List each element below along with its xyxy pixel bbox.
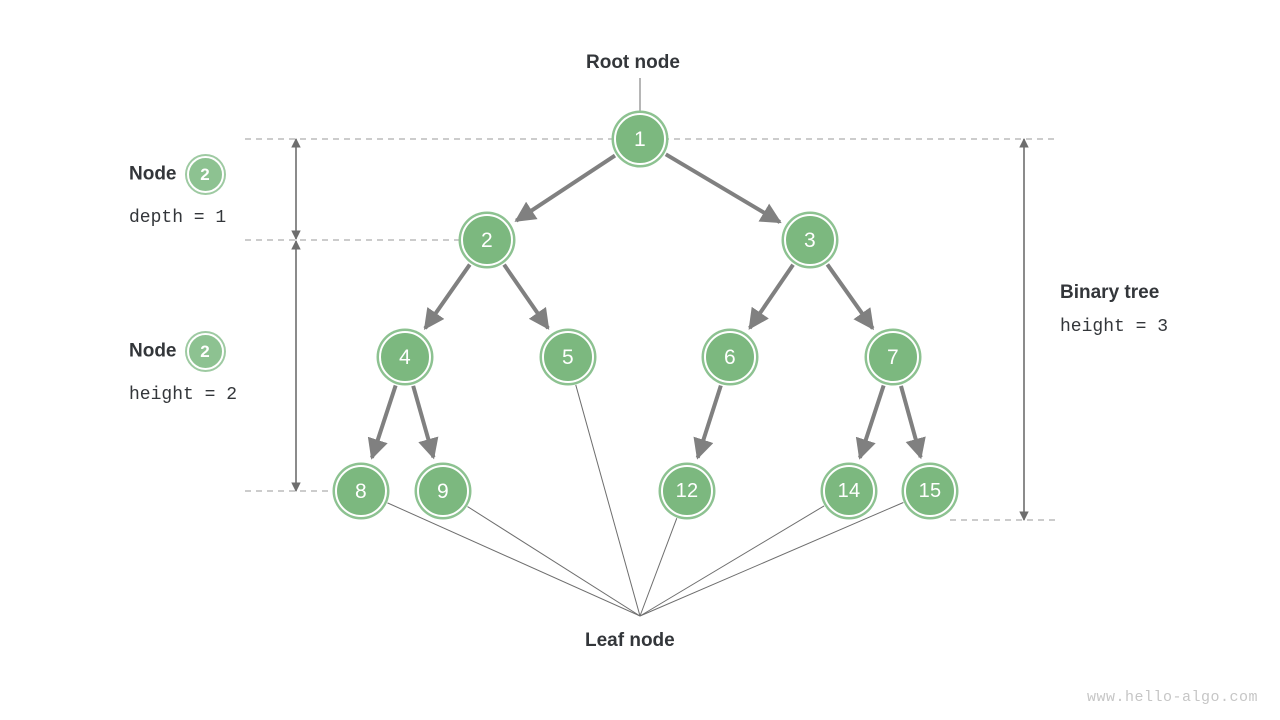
tree-edge-1-to-3 (664, 152, 782, 224)
tree-node-6: 6 (704, 331, 756, 383)
tree-node-9: 9 (417, 465, 469, 517)
tree-edge-2-to-4 (423, 263, 472, 331)
tree-node-1: 1 (614, 113, 666, 165)
tree-node-value: 15 (918, 480, 942, 502)
tree-edge-3-to-7 (825, 263, 875, 331)
tree-node-value: 5 (562, 345, 574, 369)
caption-title-text: Node (129, 163, 177, 185)
tree-edge-4-to-8 (367, 384, 398, 460)
tree-node-7: 7 (867, 331, 919, 383)
leaf-pointer-line-12 (639, 517, 678, 617)
tree-node-value: 8 (355, 479, 367, 503)
tree-node-value: 9 (437, 479, 449, 503)
dashed-guide-lines (245, 138, 1056, 521)
caption-subtext: height = 3 (1060, 317, 1169, 337)
tree-node-value: 7 (887, 345, 899, 369)
root-node-annotation: Root node (586, 52, 680, 73)
tree-node-value: 1 (634, 127, 646, 151)
tree-node-value: 14 (837, 480, 861, 502)
caption-node-badge: 2 (186, 156, 224, 193)
leaf-pointer-line-9 (467, 506, 641, 617)
tree-edge-1-to-2 (514, 153, 617, 223)
caption-title: Binary tree (1060, 283, 1168, 302)
caption-title: Node 2 (129, 156, 226, 193)
caption-subtext: depth = 1 (129, 208, 227, 228)
tree-node-12: 12 (661, 465, 713, 517)
leaf-pointer-line-8 (387, 502, 641, 617)
tree-node-8: 8 (335, 465, 387, 517)
tree-node-5: 5 (542, 331, 594, 383)
tree-edge-3-to-6 (748, 263, 795, 330)
tree-edge-7-to-14 (855, 384, 886, 460)
leaf-pointer-lines (387, 384, 904, 617)
tree-edge-4-to-9 (411, 385, 439, 460)
tree-node-value: 3 (804, 228, 816, 252)
tree-edge-6-to-12 (693, 384, 723, 460)
watermark: www.hello-algo.com (1086, 689, 1258, 706)
tree-edge-7-to-15 (899, 385, 926, 460)
caption-title-text: Binary tree (1060, 282, 1160, 303)
caption-node-height: Node 2 height = 2 (129, 333, 237, 404)
tree-node-value: 12 (675, 480, 699, 502)
tree-node-4: 4 (379, 331, 431, 383)
tree-node-15: 15 (904, 465, 956, 517)
tree-node-14: 14 (823, 465, 875, 517)
leaf-pointer-line-14 (639, 505, 825, 617)
leaf-node-annotation: Leaf node (585, 630, 675, 651)
tree-edges (367, 152, 926, 460)
caption-node-depth: Node 2 depth = 1 (129, 156, 226, 227)
leaf-pointer-line-15 (639, 502, 904, 617)
caption-node-badge: 2 (186, 333, 224, 370)
caption-subtext: height = 2 (129, 385, 238, 405)
dimension-arrows (291, 138, 1029, 521)
tree-node-value: 6 (724, 345, 736, 369)
caption-title: Node 2 (129, 333, 237, 370)
leaf-pointer-line-5 (575, 384, 641, 617)
caption-tree-height: Binary tree height = 3 (1060, 283, 1168, 336)
tree-node-value: 4 (399, 345, 411, 369)
tree-node-3: 3 (784, 214, 836, 266)
tree-node-2: 2 (461, 214, 513, 266)
tree-edge-2-to-5 (502, 263, 550, 330)
caption-title-text: Node (129, 340, 177, 362)
tree-node-value: 2 (481, 228, 493, 252)
